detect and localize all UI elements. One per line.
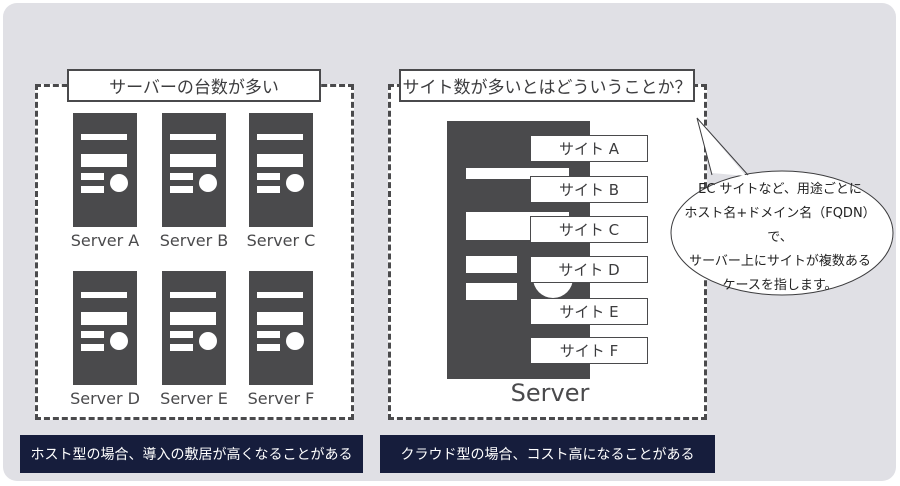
server-dot [533, 278, 573, 298]
left-section-title: サーバーの台数が多い [67, 69, 321, 102]
callout-line: ホスト名+ドメイン名（FQDN）で、 [684, 206, 876, 245]
left-caption: ホスト型の場合、導入の敷居が高くなることがある [20, 435, 363, 473]
site-box: サイト C [530, 216, 648, 243]
server-label: Server E [160, 389, 228, 408]
server-icon [249, 113, 313, 227]
site-box: サイト A [530, 135, 648, 162]
server-label: Server A [70, 231, 140, 250]
server-icon [73, 271, 137, 385]
server-icon [73, 113, 137, 227]
server-bar [466, 283, 517, 300]
server-label: Server C [246, 231, 316, 250]
server-icon [162, 271, 226, 385]
server-icon [447, 121, 590, 379]
server-label: Server F [247, 389, 315, 408]
server-label: Server [510, 379, 590, 407]
site-box: サイト E [530, 298, 648, 325]
server-icon [249, 271, 313, 385]
right-section-title: サイト数が多いとはどういうことか？ [399, 69, 695, 102]
callout-text: EC サイトなど、用途ごとに ホスト名+ドメイン名（FQDN）で、 サーバー上に… [672, 178, 888, 298]
server-icon [162, 113, 226, 227]
site-box: サイト B [530, 176, 648, 203]
right-caption: クラウド型の場合、コスト高になることがある [380, 435, 715, 473]
callout-line: サーバー上にサイトが複数ある [689, 254, 871, 269]
site-box: サイト F [530, 337, 648, 364]
callout-line: EC サイトなど、用途ごとに [698, 182, 862, 197]
server-bar [466, 168, 569, 179]
callout-line: ケースを指します。 [722, 278, 838, 293]
server-label: Server B [159, 231, 229, 250]
server-bar [466, 256, 517, 273]
site-box: サイト D [530, 256, 648, 283]
server-label: Server D [70, 389, 140, 408]
